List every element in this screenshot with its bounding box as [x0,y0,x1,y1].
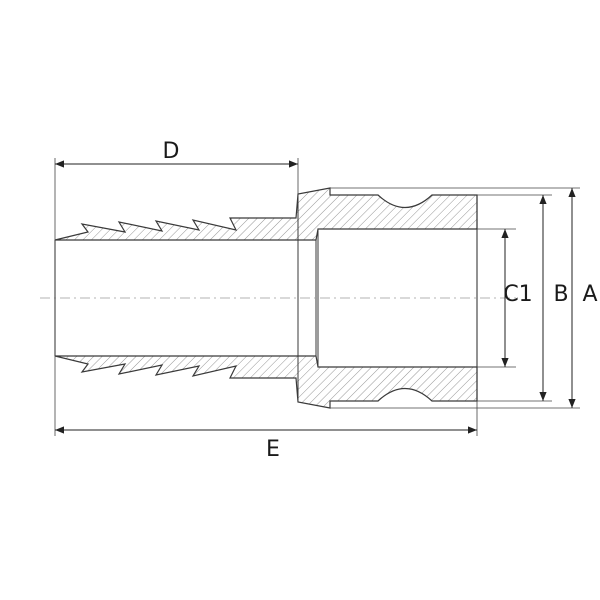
upper-section-hatch [54,187,478,241]
label-b: B [553,282,568,307]
label-c1: C1 [503,282,532,307]
label-e: E [266,437,280,462]
label-d: D [163,139,180,164]
lower-section-hatch [54,355,478,409]
label-a: A [582,282,597,307]
